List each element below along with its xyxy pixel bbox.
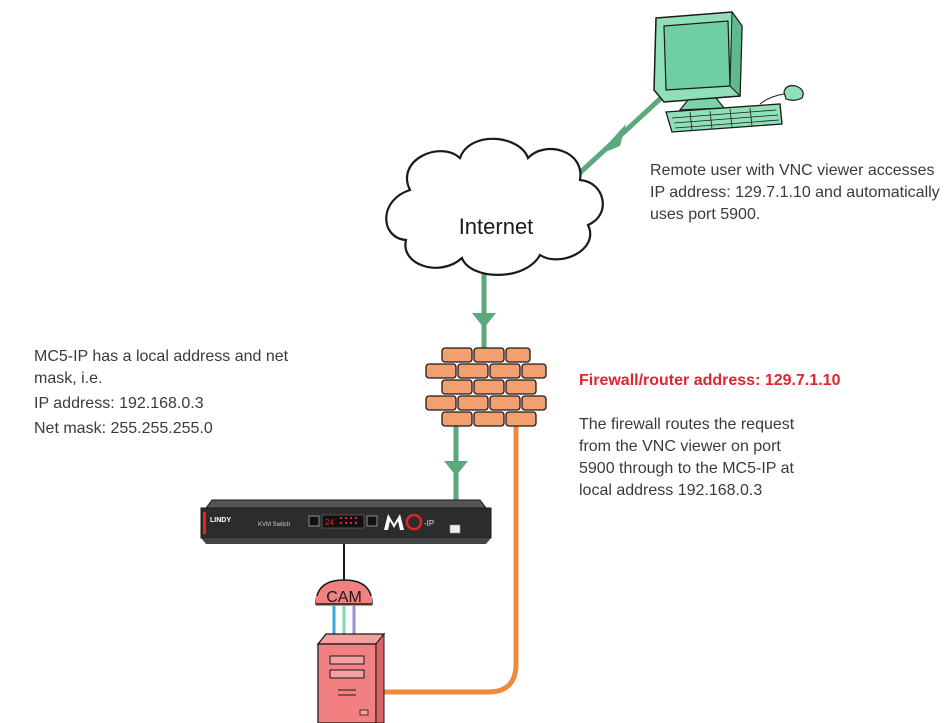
internet-label: Internet — [459, 214, 534, 239]
device-label: KVM Switch — [258, 522, 290, 528]
device-logo-m — [384, 514, 404, 530]
device-brand: LINDY — [210, 517, 231, 524]
arrow-down-icon — [472, 313, 496, 328]
mc5-intro: MC5-IP has a local address and net mask,… — [34, 348, 289, 387]
kvm-switch-device: LINDY KVM Switch 24 -IP — [200, 499, 492, 544]
mc5-netmask: Net mask: 255.255.255.0 — [34, 420, 213, 437]
orange-cable — [378, 415, 519, 695]
firewall-icon — [425, 347, 547, 427]
firewall-title: Firewall/router address: 129.7.1.10 — [579, 372, 841, 389]
mc5-description: MC5-IP has a local address and net mask,… — [34, 346, 294, 442]
mc5-ip: IP address: 192.168.0.3 — [34, 395, 204, 412]
network-links — [444, 86, 674, 530]
device-display: 24 — [325, 518, 334, 527]
remote-user-description: Remote user with VNC viewer accesses IP … — [650, 162, 940, 223]
arrow-down-icon-2 — [444, 461, 468, 476]
device-logo-suffix: -IP — [424, 519, 434, 528]
cam-label: CAM — [326, 589, 362, 606]
server-tower-icon — [316, 632, 386, 723]
internet-cloud: Internet — [385, 137, 604, 276]
cam-cables — [332, 606, 356, 636]
cam-adapter: CAM — [315, 579, 373, 606]
remote-computer-icon — [653, 10, 804, 133]
device-logo-c — [405, 513, 423, 531]
firewall-description: The firewall routes the request from the… — [579, 416, 795, 499]
